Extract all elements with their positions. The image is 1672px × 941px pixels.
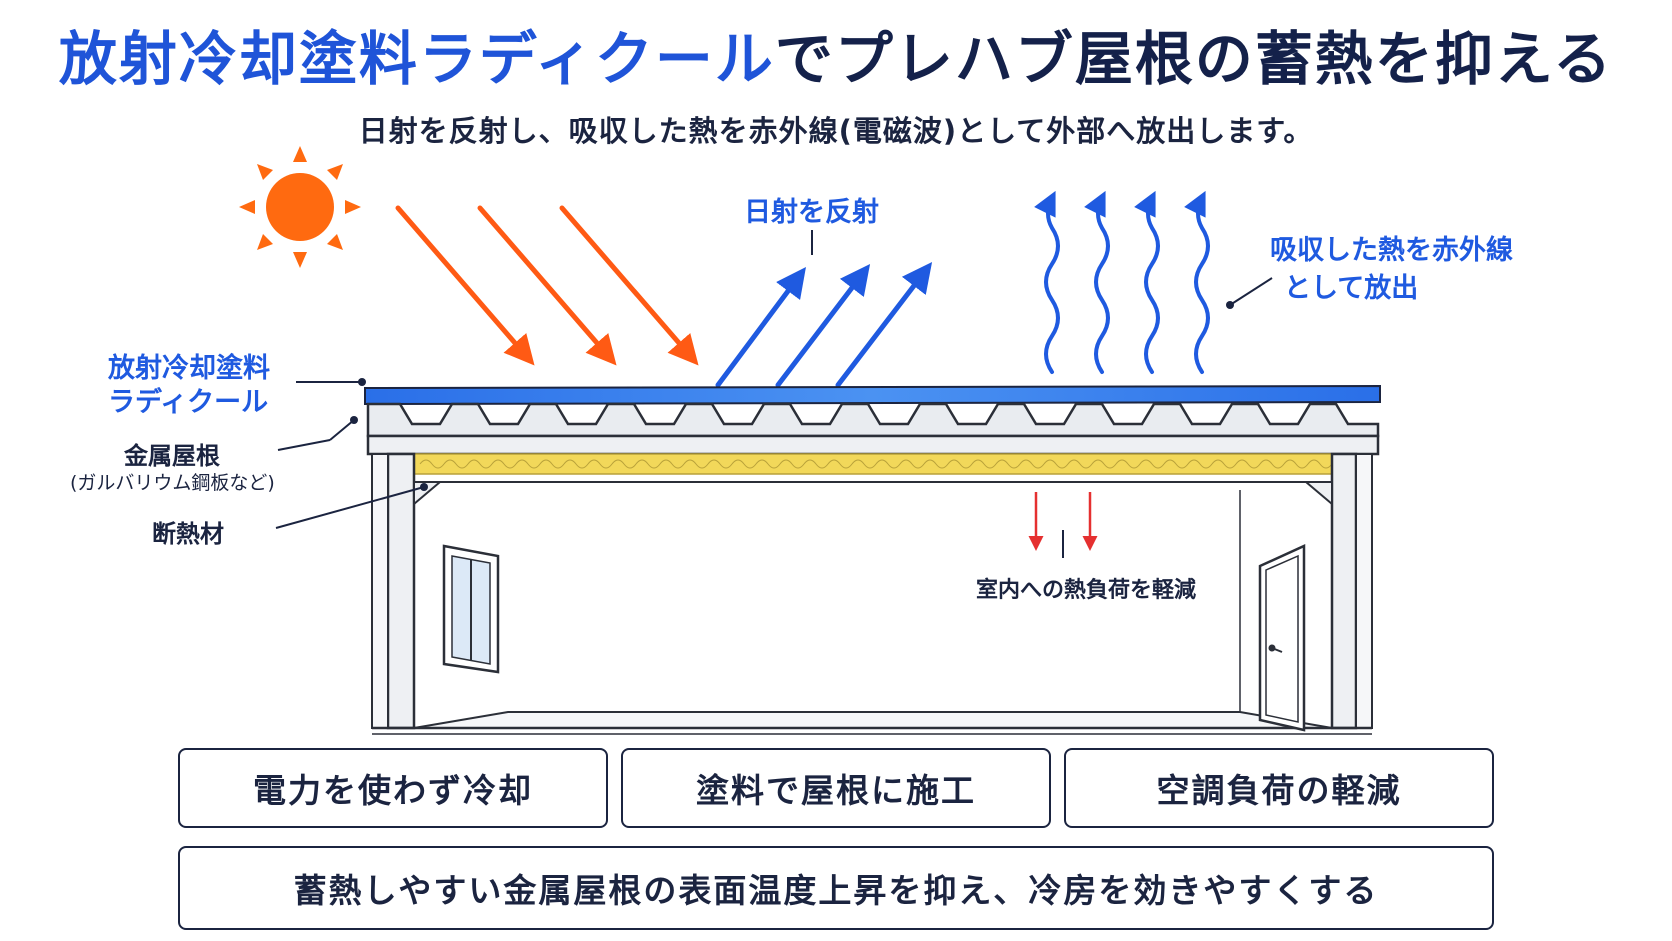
infrared-arrow-4 [1184,190,1210,374]
summary-box: 蓄熱しやすい金属屋根の表面温度上昇を抑え、冷房を効きやすくする [178,846,1494,930]
title-rest: でプレハブ屋根の蓄熱を抑える [774,25,1614,93]
right-column [1330,452,1358,730]
page-title: 放射冷却塗料ラディクールでプレハブ屋根の蓄熱を抑える [0,12,1672,96]
metal-roof-label: 金属屋根 [124,442,220,470]
heat-load-arrows [1028,492,1098,551]
sunlight-arrow-3 [559,205,699,366]
infrared-arrow-1 [1034,190,1060,374]
door-icon [1258,544,1306,732]
page-subtitle: 日射を反射し、吸収した熱を赤外線(電磁波)として外部へ放出します。 [358,114,1314,148]
prefab-building [364,384,1381,735]
window-icon [442,544,500,674]
roof-beam [366,434,1380,456]
infrared-label-line2: として放出 [1284,273,1419,304]
reflect-arrow-1 [715,266,806,388]
reflected-arrows [715,262,933,388]
sunlight-arrows [395,205,699,366]
title-product: 放射冷却塗料ラディクール [58,25,775,93]
sun-icon [239,146,361,268]
reflect-arrow-2 [775,264,871,388]
reflect-label: 日射を反射 [744,197,879,228]
label-leaders [275,381,425,529]
indoor-load-label: 室内への熱負荷を軽減 [976,578,1197,603]
sunlight-arrow-2 [477,205,617,366]
metal-roof-note: (ガルバリウム鋼板など) [70,472,275,494]
feature-box-1: 電力を使わず冷却 [178,748,608,828]
infrared-arrows [1034,190,1210,374]
coating-label-line1: 放射冷却塗料 [108,353,270,384]
infrared-arrow-3 [1134,190,1160,374]
feature-box-3: 空調負荷の軽減 [1064,748,1494,828]
insulation-label: 断熱材 [152,520,224,548]
floor [413,711,1333,729]
sunlight-arrow-1 [395,205,535,366]
infrared-label-line1: 吸収した熱を赤外線 [1270,235,1513,266]
infrared-arrow-2 [1084,190,1110,374]
coating-layer [364,384,1381,406]
feature-box-2: 塗料で屋根に施工 [621,748,1051,828]
infrared-leader [1229,277,1273,306]
reflect-arrow-3 [835,262,933,388]
coating-label-line2: ラディクール [108,387,269,418]
metal-roof [366,402,1380,438]
